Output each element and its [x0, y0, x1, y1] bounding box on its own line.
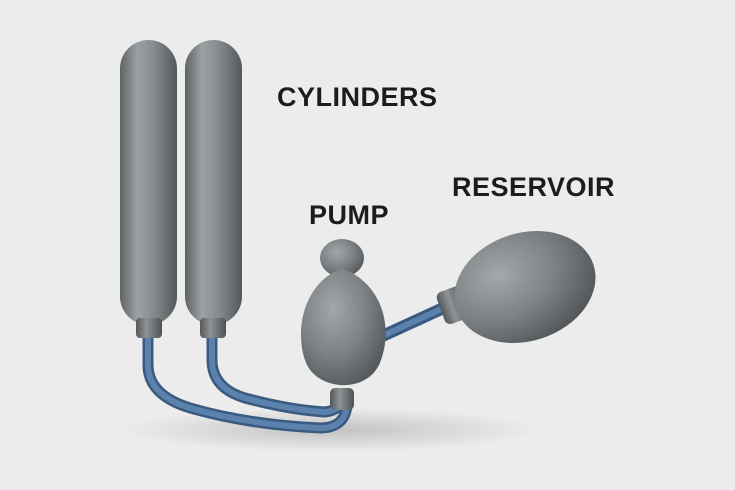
pump-label: PUMP: [309, 200, 390, 230]
cylinder-left: [120, 40, 177, 338]
pump: [301, 239, 386, 410]
cylinder-right: [185, 40, 242, 338]
cylinders-label: CYLINDERS: [277, 82, 438, 112]
reservoir: [436, 231, 596, 343]
reservoir-label: RESERVOIR: [452, 172, 616, 202]
